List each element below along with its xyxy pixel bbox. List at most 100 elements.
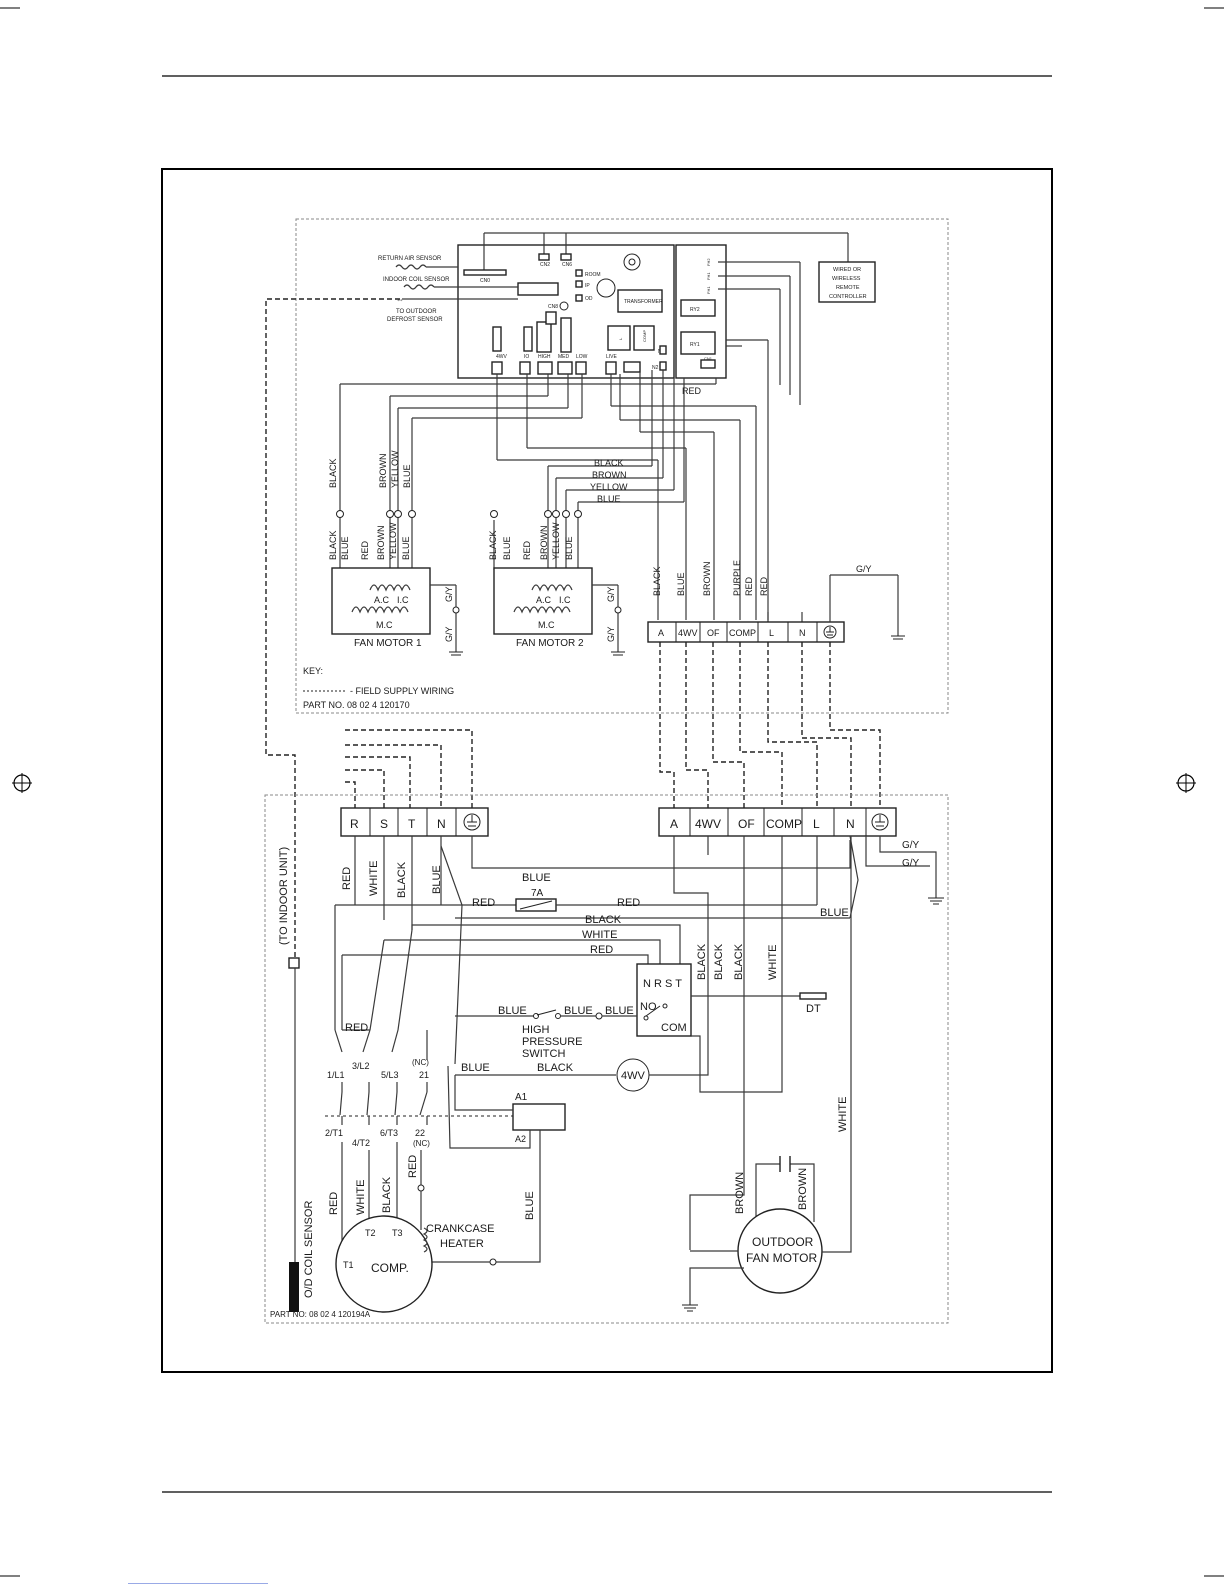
od-coil-sensor-label: O/D COIL SENSOR — [303, 1201, 315, 1298]
c-5l3: 5/L3 — [381, 1070, 399, 1080]
v-black-3: BLACK — [733, 943, 745, 980]
v-white: WHITE — [767, 945, 779, 980]
bus-yellow-label: YELLOW — [590, 482, 628, 492]
indoor-term-n: N — [799, 628, 806, 638]
indoor-ground-gy: G/Y — [856, 564, 872, 574]
fm1-brown-top: BROWN — [378, 454, 388, 489]
cn8-label: CN8 — [548, 304, 558, 310]
indoor-term-comp: COMP — [729, 628, 756, 638]
wire-blue-top: BLUE — [522, 872, 551, 884]
term-wire-blue: BLUE — [676, 572, 686, 596]
indoor-term-a: A — [658, 628, 664, 638]
wire-black-mid: BLACK — [585, 914, 622, 926]
c-6t3: 6/T3 — [380, 1128, 398, 1138]
outdoor-unit-boundary — [264, 794, 949, 1324]
fm2-yellow: YELLOW — [551, 522, 561, 560]
wire-white-s: WHITE — [368, 861, 380, 896]
pcb-term-high: HIGH — [538, 354, 551, 360]
comp-t1: T1 — [343, 1260, 354, 1270]
return-air-sensor-icon — [395, 264, 427, 270]
outdoor-fan-motor: BROWN BROWN OUTDOOR FAN MOTOR WHITE — [682, 836, 852, 1312]
fm2-brown: BROWN — [539, 526, 549, 561]
remote-line-1: WIRED OR — [833, 267, 861, 273]
fm1-yellow: YELLOW — [388, 522, 398, 560]
return-air-sensor-label: RETURN AIR SENSOR — [378, 256, 442, 262]
fm1-black: BLACK — [328, 530, 338, 560]
od-label: OD — [585, 296, 593, 302]
c-nc-bot: (NC) — [413, 1139, 430, 1148]
registration-mark-right — [1176, 773, 1196, 793]
room-label: ROOM — [585, 272, 601, 278]
crankcase-line-1: CRANKCASE — [426, 1223, 494, 1235]
fm2-ac: A.C — [536, 595, 552, 605]
term-n: N — [437, 817, 446, 831]
comp-red2: RED — [407, 1155, 419, 1178]
hp-blue-1: BLUE — [498, 1005, 527, 1017]
c-2t1: 2/T1 — [325, 1128, 343, 1138]
fan-brown-2: BROWN — [797, 1168, 809, 1210]
fan-motor-2-label: FAN MOTOR 2 — [516, 638, 584, 649]
wire-blue-n: BLUE — [431, 865, 443, 894]
v-black-2: BLACK — [713, 943, 725, 980]
fm1-ic: I.C — [397, 595, 409, 605]
coil-a2: A2 — [515, 1134, 526, 1144]
c-1l1: 1/L1 — [327, 1070, 345, 1080]
power-terminal-block: R S T N — [340, 807, 489, 837]
page-chrome — [0, 7, 1224, 1584]
indoor-connectors — [336, 510, 582, 518]
indoor-term-l: L — [769, 628, 774, 638]
c-3l2: 3/L2 — [352, 1061, 370, 1071]
term-wire-red2: RED — [759, 576, 769, 596]
fm2-mc: M.C — [538, 620, 555, 630]
c-nc-top: (NC) — [412, 1058, 429, 1067]
indoor-term-of: OF — [707, 628, 720, 638]
fm1-brown: BROWN — [376, 526, 386, 561]
pcb-chip — [517, 282, 559, 296]
to-indoor-unit-label: (TO INDOOR UNIT) — [278, 847, 290, 945]
fan-motor-1-label: FAN MOTOR 1 — [354, 638, 422, 649]
fh1-label: FH1 — [706, 272, 711, 280]
field-supply-wiring — [265, 298, 881, 960]
fm1-gy-top: G/Y — [444, 586, 454, 602]
fm1-mc: M.C — [376, 620, 393, 630]
fm1-red: RED — [360, 540, 370, 560]
ctrl-term-n: N — [846, 817, 855, 831]
outdoor-part-no: PART NO: 08 02 4 120194A — [270, 1310, 371, 1319]
fm2-gy-bottom: G/Y — [606, 626, 616, 642]
pcb-term-live: LIVE — [606, 354, 618, 360]
cn2-label: CN2 — [540, 262, 550, 268]
comp-blue: BLUE — [524, 1191, 536, 1220]
cn1-label: CN1 — [704, 356, 713, 361]
dt-label: DT — [806, 1003, 821, 1015]
ry1-label: RY1 — [690, 342, 700, 348]
indoor-part-no: PART NO. 08 02 4 120170 — [303, 700, 410, 710]
c-21: 21 — [419, 1070, 429, 1080]
fm1-blue2: BLUE — [401, 536, 411, 560]
phase-relay: N R S T NO COM — [636, 963, 692, 1037]
term-wire-brown: BROWN — [702, 562, 712, 597]
gy-label-2: G/Y — [902, 858, 920, 869]
cn6-label: CN6 — [562, 262, 572, 268]
term-r: R — [350, 817, 359, 831]
comp-t3: T3 — [392, 1228, 403, 1238]
pcb-fan-symbol — [596, 278, 616, 298]
coil-a1: A1 — [515, 1092, 528, 1103]
ctrl-term-of: OF — [738, 817, 755, 831]
wire-white-mid: WHITE — [582, 929, 617, 941]
bus-brown-label: BROWN — [592, 470, 627, 480]
comp-relay-label: COMP — [642, 330, 647, 342]
hps-line-3: SWITCH — [522, 1048, 565, 1060]
wire-red-mid: RED — [590, 944, 613, 956]
fm1-yellow-top: YELLOW — [390, 450, 400, 488]
comp-label: COMP. — [371, 1261, 409, 1275]
fh2-label: FH2 — [706, 258, 711, 266]
contactor-coil — [512, 1103, 566, 1131]
hp-blue-2: BLUE — [564, 1005, 593, 1017]
relay-no: NO — [640, 1001, 657, 1013]
indoor-terminal-block: A 4WV OF COMP L N G/Y — [647, 564, 905, 643]
indoor-coil-sensor-label: INDOOR COIL SENSOR — [383, 277, 450, 283]
fm1-gy-bottom: G/Y — [444, 626, 454, 642]
fm2-black: BLACK — [488, 530, 498, 560]
bus-black-label: BLACK — [594, 458, 624, 468]
ctrl-term-comp: COMP — [766, 817, 802, 831]
